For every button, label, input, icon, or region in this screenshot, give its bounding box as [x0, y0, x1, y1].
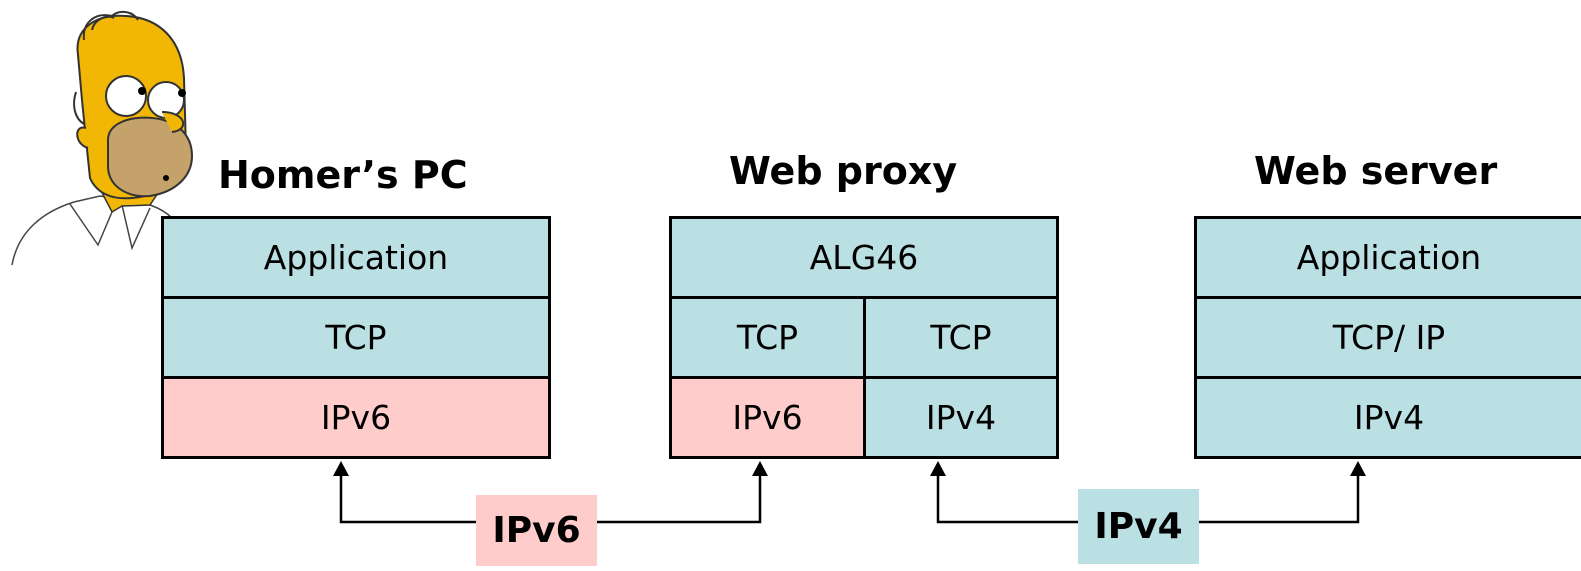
- homer-ipv6-layer: IPv6: [161, 376, 551, 459]
- web-proxy-title: Web proxy: [729, 149, 958, 193]
- ipv4-arrow-server: [1350, 461, 1366, 476]
- ipv6-arrow-proxy: [752, 461, 768, 476]
- web-server-title: Web server: [1254, 149, 1498, 193]
- ipv6-link-label: IPv6: [476, 495, 597, 566]
- ipv6-arrow-homer: [333, 461, 349, 476]
- proxy-ipv6-layer: IPv6: [669, 376, 866, 459]
- ipv4-arrow-proxy: [930, 461, 946, 476]
- homer-simpson-illustration: [11, 10, 194, 268]
- proxy-tcp-left-layer: TCP: [669, 296, 866, 379]
- server-ipv4-layer: IPv4: [1194, 376, 1581, 459]
- ipv4-link-label: IPv4: [1078, 489, 1199, 564]
- proxy-ipv4-layer: IPv4: [863, 376, 1059, 459]
- homer-application-layer: Application: [161, 216, 551, 299]
- homers-pc-title: Homer’s PC: [218, 153, 468, 197]
- server-tcp-ip-layer: TCP/ IP: [1194, 296, 1581, 379]
